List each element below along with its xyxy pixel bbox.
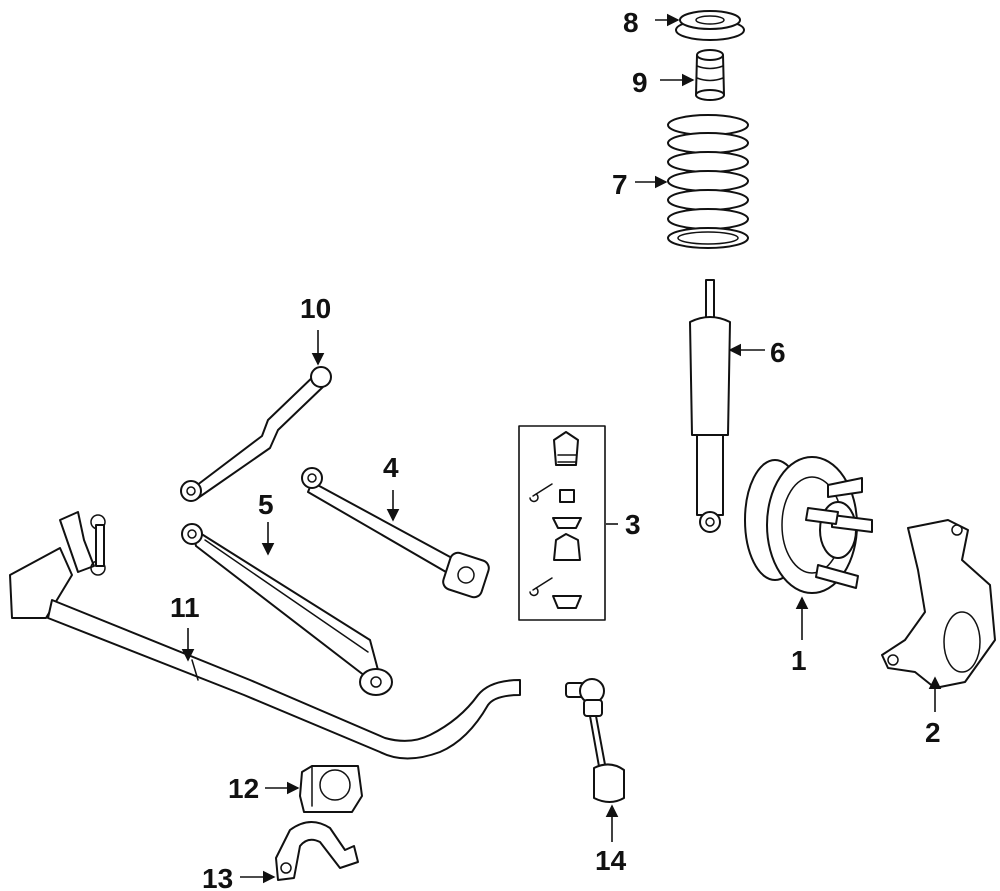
hub-bearing-part <box>744 456 873 594</box>
coil-spring-part <box>667 114 749 249</box>
callout-12: 12 <box>228 773 259 804</box>
bump-stop-part <box>695 49 725 101</box>
spring-seat-part <box>675 10 745 41</box>
callout-11: 11 <box>170 592 200 623</box>
bar-bushing-part <box>299 765 363 813</box>
lower-control-arm-part <box>181 523 393 696</box>
leader-lines <box>181 13 942 884</box>
callout-3: 3 <box>625 509 641 540</box>
stabilizer-link-part <box>565 678 625 803</box>
ball-joint-kit-part <box>518 425 606 621</box>
callout-14: 14 <box>595 845 627 876</box>
shock-absorber-part <box>689 279 731 533</box>
callout-13: 13 <box>202 863 233 891</box>
callout-1: 1 <box>791 645 807 676</box>
callout-7: 7 <box>612 169 628 200</box>
callout-4: 4 <box>383 452 399 483</box>
callout-10: 10 <box>300 293 331 324</box>
knuckle-part <box>881 519 996 689</box>
callout-8: 8 <box>623 7 639 38</box>
track-bar-part <box>180 366 332 502</box>
callout-9: 9 <box>632 67 648 98</box>
stabilizer-bar-part <box>9 511 521 760</box>
callout-6: 6 <box>770 337 786 368</box>
bushing-bracket-part <box>275 821 359 881</box>
callout-5: 5 <box>258 489 274 520</box>
upper-control-arm-part <box>301 467 490 599</box>
callout-2: 2 <box>925 717 941 748</box>
